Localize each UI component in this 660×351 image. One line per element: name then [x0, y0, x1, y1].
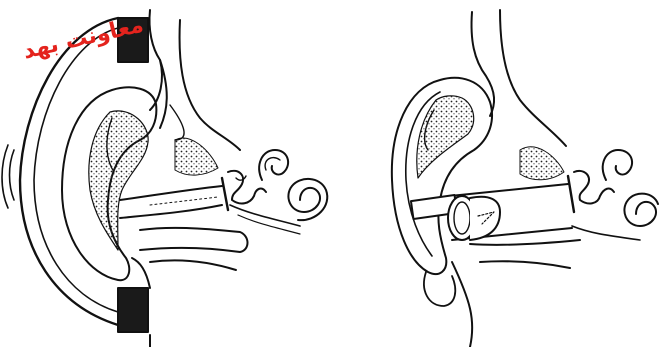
- right-ear-panel: [392, 10, 658, 347]
- sound-wave-lines: [2, 145, 14, 208]
- right-ossicles: [574, 171, 614, 204]
- left-cochlea: [288, 179, 327, 220]
- earmuff-lower-cushion: [118, 288, 148, 332]
- watermark-seal: [0, 0, 32, 34]
- left-ear-canal: [120, 186, 222, 218]
- left-ear-panel: [2, 10, 327, 347]
- right-cochlea: [624, 194, 658, 226]
- earplug: [411, 195, 500, 240]
